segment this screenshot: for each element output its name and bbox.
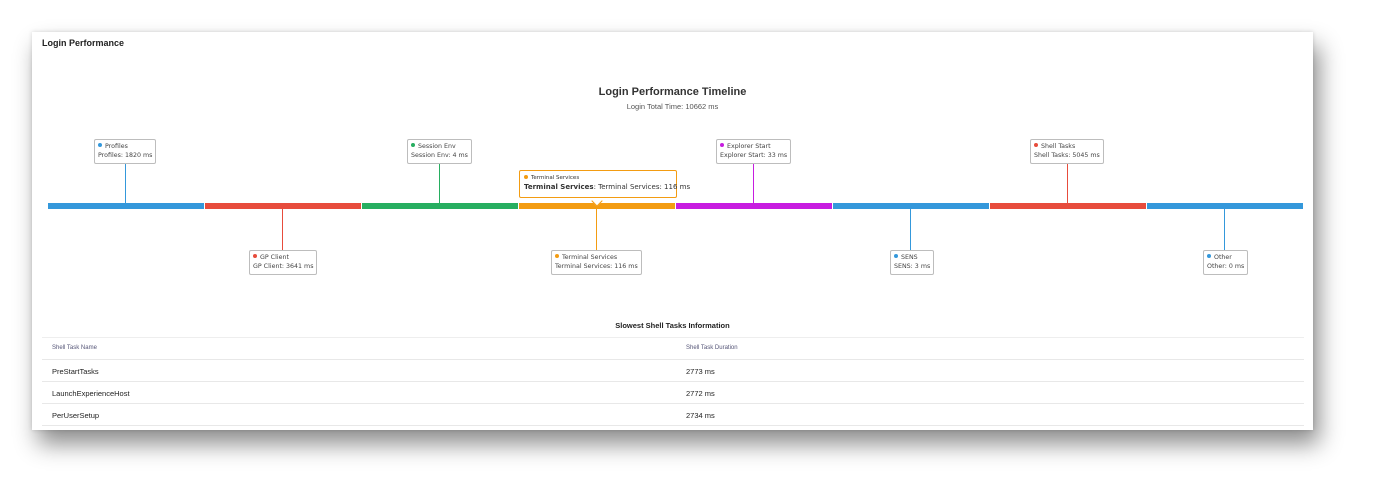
label-profiles: Profiles Profiles: 1820 ms xyxy=(94,139,157,164)
stem-profiles xyxy=(125,164,126,203)
label-terminal-services: Terminal Services Terminal Services: 116… xyxy=(551,250,642,275)
table-row[interactable]: LaunchExperienceHost 2772 ms xyxy=(42,382,1304,404)
legend-dot xyxy=(411,143,415,147)
legend-dot xyxy=(555,254,559,258)
label-gp-client: GP Client GP Client: 3641 ms xyxy=(249,250,318,275)
task-name: LaunchExperienceHost xyxy=(52,389,130,398)
column-header-task-duration[interactable]: Shell Task Duration xyxy=(686,345,738,351)
segment-gp-client[interactable] xyxy=(205,203,361,209)
hover-tooltip: Terminal Services Terminal Services: Ter… xyxy=(519,170,690,198)
segment-session-env[interactable] xyxy=(362,203,518,209)
shell-tasks-table: Shell Task Name Shell Task Duration PreS… xyxy=(42,337,1304,426)
segment-profiles[interactable] xyxy=(48,203,204,209)
label-explorer-start: Explorer Start Explorer Start: 33 ms xyxy=(716,139,792,164)
stem-session-env xyxy=(439,164,440,203)
legend-dot xyxy=(1207,254,1211,258)
label-shell-tasks: Shell Tasks Shell Tasks: 5045 ms xyxy=(1030,139,1104,164)
stem-terminal-services xyxy=(596,209,597,250)
task-duration: 2734 ms xyxy=(686,411,715,420)
stem-explorer-start xyxy=(753,164,754,203)
table-title: Slowest Shell Tasks Information xyxy=(615,321,730,330)
legend-dot xyxy=(1034,143,1038,147)
stem-gp-client xyxy=(282,209,283,250)
legend-dot xyxy=(720,143,724,147)
label-sens: SENS SENS: 3 ms xyxy=(890,250,935,275)
task-name: PerUserSetup xyxy=(52,411,100,420)
login-performance-panel: Login Performance Login Performance Time… xyxy=(32,32,1313,430)
stem-shell-tasks xyxy=(1067,164,1068,203)
label-other: Other Other: 0 ms xyxy=(1203,250,1249,275)
task-duration: 2773 ms xyxy=(686,367,715,376)
task-duration: 2772 ms xyxy=(686,389,715,398)
legend-dot xyxy=(98,143,102,147)
label-session-env: Session Env Session Env: 4 ms xyxy=(407,139,472,164)
task-name: PreStartTasks xyxy=(52,367,99,376)
column-header-task-name[interactable]: Shell Task Name xyxy=(52,345,97,351)
stem-sens xyxy=(910,209,911,250)
stem-other xyxy=(1224,209,1225,250)
panel-title: Login Performance xyxy=(42,38,125,48)
table-row[interactable]: PerUserSetup 2734 ms xyxy=(42,404,1304,426)
segment-other[interactable] xyxy=(1147,203,1303,209)
legend-dot xyxy=(253,254,257,258)
segment-explorer-start[interactable] xyxy=(676,203,832,209)
segment-shell-tasks[interactable] xyxy=(990,203,1146,209)
timeline-subtitle: Login Total Time: 10662 ms xyxy=(626,102,719,111)
timeline-chart: Profiles Profiles: 1820 ms Session Env S… xyxy=(32,32,1313,312)
timeline-title: Login Performance Timeline xyxy=(598,86,747,98)
table-header-row: Shell Task Name Shell Task Duration xyxy=(42,338,1304,360)
segment-sens[interactable] xyxy=(833,203,989,209)
table-row[interactable]: PreStartTasks 2773 ms xyxy=(42,360,1304,382)
legend-dot xyxy=(894,254,898,258)
legend-dot xyxy=(524,174,528,179)
